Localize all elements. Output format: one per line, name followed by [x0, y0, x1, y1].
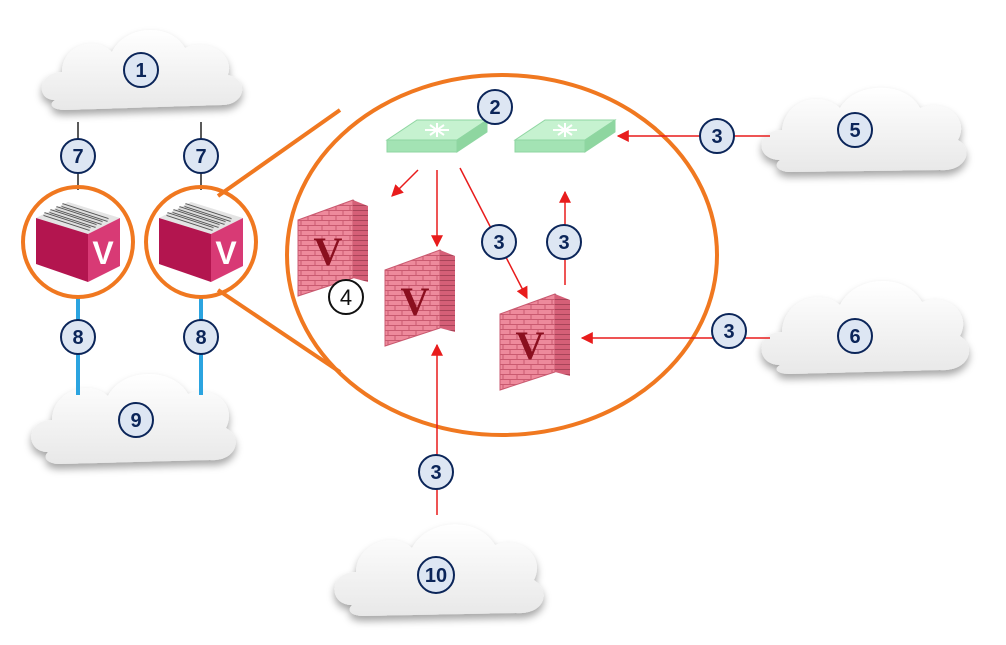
svg-text:2: 2: [489, 97, 500, 119]
badge-3-up: 3: [546, 224, 582, 260]
svg-text:V: V: [92, 235, 114, 271]
badge-9: 9: [118, 402, 154, 438]
router-left[interactable]: [385, 119, 489, 153]
svg-text:1: 1: [135, 60, 146, 82]
badge-1: 1: [123, 52, 159, 88]
badge-10: 10: [417, 556, 455, 594]
svg-text:6: 6: [849, 326, 860, 348]
svg-text:9: 9: [130, 410, 141, 432]
svg-text:V: V: [401, 279, 430, 324]
svg-text:3: 3: [430, 462, 441, 484]
appliance-left[interactable]: V: [21, 185, 135, 299]
svg-text:3: 3: [493, 232, 504, 254]
firewall-c[interactable]: V: [499, 293, 570, 391]
firewall-b[interactable]: V: [384, 249, 455, 347]
firewall-icon: V: [499, 293, 570, 391]
svg-text:V: V: [516, 323, 545, 368]
svg-text:3: 3: [723, 321, 734, 343]
svg-text:8: 8: [72, 327, 83, 349]
router-right[interactable]: [513, 119, 617, 153]
badge-6: 6: [837, 318, 873, 354]
svg-text:3: 3: [558, 232, 569, 254]
zoom-callout: [216, 73, 719, 437]
firewall-icon: V: [297, 199, 368, 297]
svg-text:4: 4: [340, 285, 352, 310]
firewall-icon: V: [384, 249, 455, 347]
zoom-ellipse: [285, 73, 719, 437]
svg-text:8: 8: [195, 327, 206, 349]
badge-3-router-link: 3: [699, 118, 735, 154]
appliance-right[interactable]: V: [144, 185, 258, 299]
badge-8-left: 8: [60, 319, 96, 355]
router-icon: [385, 119, 489, 153]
svg-text:3: 3: [711, 126, 722, 148]
svg-text:10: 10: [425, 565, 447, 587]
badge-7-right: 7: [183, 138, 219, 174]
svg-text:5: 5: [849, 120, 860, 142]
badge-2: 2: [477, 89, 513, 125]
appliance-icon: V: [159, 202, 243, 282]
badge-3-bottom: 3: [418, 454, 454, 490]
svg-text:7: 7: [195, 146, 206, 168]
badge-4: 4: [328, 279, 364, 315]
svg-text:V: V: [215, 235, 237, 271]
firewall-a[interactable]: V: [297, 199, 368, 297]
badge-5: 5: [837, 112, 873, 148]
appliance-icon: V: [36, 202, 120, 282]
router-icon: [513, 119, 617, 153]
arrow: [391, 169, 419, 197]
svg-text:V: V: [314, 229, 343, 274]
badge-3-firewall-link: 3: [711, 313, 747, 349]
badge-7-left: 7: [60, 138, 96, 174]
svg-text:7: 7: [72, 146, 83, 168]
badge-8-right: 8: [183, 319, 219, 355]
badge-3-diagonal: 3: [481, 224, 517, 260]
